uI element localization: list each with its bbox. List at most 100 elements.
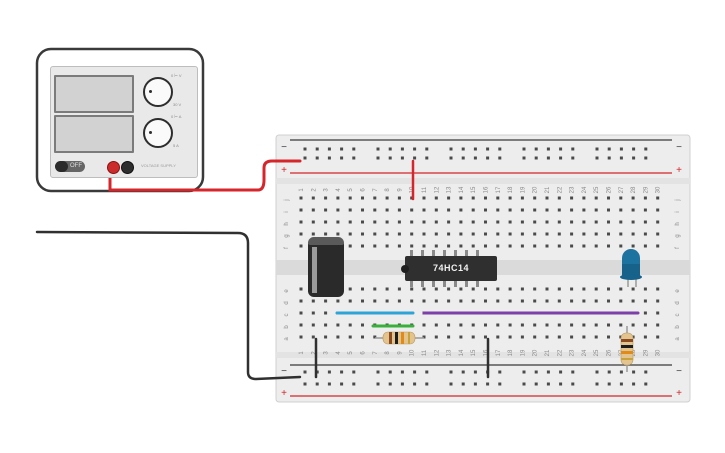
rail-hole[interactable] — [498, 382, 502, 386]
rail-hole[interactable] — [644, 147, 648, 151]
power-switch[interactable]: OFF — [55, 161, 85, 172]
terminal-hole[interactable] — [520, 208, 524, 212]
rail-hole[interactable] — [449, 156, 453, 160]
terminal-hole[interactable] — [643, 232, 647, 236]
terminal-hole[interactable] — [582, 232, 586, 236]
terminal-hole[interactable] — [447, 287, 451, 291]
rail-hole[interactable] — [498, 156, 502, 160]
rail-hole[interactable] — [473, 382, 477, 386]
terminal-hole[interactable] — [520, 299, 524, 303]
terminal-hole[interactable] — [557, 335, 561, 339]
terminal-hole[interactable] — [656, 196, 660, 200]
red-power-wire[interactable] — [108, 159, 302, 192]
terminal-hole[interactable] — [619, 299, 623, 303]
terminal-hole[interactable] — [361, 232, 364, 236]
rail-hole[interactable] — [400, 147, 404, 151]
rail-hole[interactable] — [449, 147, 453, 151]
terminal-hole[interactable] — [410, 220, 414, 224]
terminal-hole[interactable] — [385, 244, 389, 248]
terminal-hole[interactable] — [631, 220, 635, 224]
terminal-hole[interactable] — [361, 220, 364, 224]
rail-hole[interactable] — [534, 370, 538, 374]
terminal-hole[interactable] — [557, 232, 561, 236]
terminal-hole[interactable] — [434, 208, 438, 212]
terminal-hole[interactable] — [508, 299, 512, 303]
terminal-hole[interactable] — [324, 311, 328, 315]
terminal-hole[interactable] — [311, 196, 315, 200]
negative-terminal[interactable] — [121, 161, 134, 174]
terminal-hole[interactable] — [373, 196, 377, 200]
rail-hole[interactable] — [352, 156, 356, 160]
terminal-hole[interactable] — [471, 299, 475, 303]
terminal-hole[interactable] — [570, 287, 574, 291]
rail-hole[interactable] — [607, 147, 611, 151]
rail-hole[interactable] — [315, 156, 319, 160]
terminal-hole[interactable] — [619, 323, 623, 327]
terminal-hole[interactable] — [533, 220, 537, 224]
terminal-hole[interactable] — [643, 244, 647, 248]
terminal-hole[interactable] — [434, 196, 438, 200]
terminal-hole[interactable] — [484, 232, 487, 236]
terminal-hole[interactable] — [594, 196, 598, 200]
rail-hole[interactable] — [559, 156, 563, 160]
resistor-horizontal[interactable] — [375, 331, 424, 345]
rail-hole[interactable] — [376, 370, 380, 374]
terminal-hole[interactable] — [324, 299, 328, 303]
terminal-hole[interactable] — [336, 232, 340, 236]
terminal-hole[interactable] — [607, 323, 610, 327]
rail-hole[interactable] — [534, 382, 538, 386]
rail-hole[interactable] — [461, 370, 465, 374]
terminal-hole[interactable] — [508, 335, 512, 339]
terminal-hole[interactable] — [299, 232, 303, 236]
rail-hole[interactable] — [619, 156, 623, 160]
terminal-hole[interactable] — [422, 323, 426, 327]
rail-hole[interactable] — [546, 370, 550, 374]
terminal-hole[interactable] — [311, 323, 315, 327]
rail-hole[interactable] — [522, 370, 526, 374]
terminal-hole[interactable] — [422, 244, 426, 248]
rail-hole[interactable] — [425, 156, 429, 160]
terminal-hole[interactable] — [385, 232, 389, 236]
terminal-hole[interactable] — [520, 287, 524, 291]
terminal-hole[interactable] — [594, 208, 598, 212]
rail-hole[interactable] — [388, 370, 392, 374]
terminal-hole[interactable] — [643, 196, 647, 200]
terminal-hole[interactable] — [434, 287, 438, 291]
terminal-hole[interactable] — [545, 220, 549, 224]
terminal-hole[interactable] — [459, 335, 463, 339]
rail-hole[interactable] — [388, 382, 392, 386]
terminal-hole[interactable] — [533, 208, 537, 212]
terminal-hole[interactable] — [643, 311, 647, 315]
terminal-hole[interactable] — [484, 196, 487, 200]
rail-hole[interactable] — [595, 382, 599, 386]
terminal-hole[interactable] — [631, 208, 635, 212]
terminal-hole[interactable] — [422, 287, 426, 291]
rail-hole[interactable] — [486, 147, 490, 151]
terminal-hole[interactable] — [557, 208, 561, 212]
ic-chip[interactable]: 74HC14 — [401, 256, 497, 281]
terminal-hole[interactable] — [656, 323, 660, 327]
terminal-hole[interactable] — [410, 299, 414, 303]
terminal-hole[interactable] — [533, 287, 537, 291]
rail-hole[interactable] — [413, 382, 417, 386]
terminal-hole[interactable] — [385, 299, 389, 303]
rail-hole[interactable] — [571, 382, 575, 386]
terminal-hole[interactable] — [471, 196, 475, 200]
terminal-hole[interactable] — [422, 232, 426, 236]
terminal-hole[interactable] — [619, 232, 623, 236]
terminal-hole[interactable] — [484, 244, 487, 248]
terminal-hole[interactable] — [336, 220, 340, 224]
resistor-vertical[interactable] — [620, 326, 634, 372]
terminal-hole[interactable] — [496, 287, 500, 291]
terminal-hole[interactable] — [496, 196, 500, 200]
rail-hole[interactable] — [413, 147, 417, 151]
rail-hole[interactable] — [376, 382, 380, 386]
rail-hole[interactable] — [327, 156, 331, 160]
rail-hole[interactable] — [607, 370, 611, 374]
rail-hole[interactable] — [352, 382, 356, 386]
terminal-hole[interactable] — [459, 232, 463, 236]
terminal-hole[interactable] — [508, 196, 512, 200]
terminal-hole[interactable] — [557, 287, 561, 291]
rail-hole[interactable] — [461, 156, 465, 160]
terminal-hole[interactable] — [459, 323, 463, 327]
